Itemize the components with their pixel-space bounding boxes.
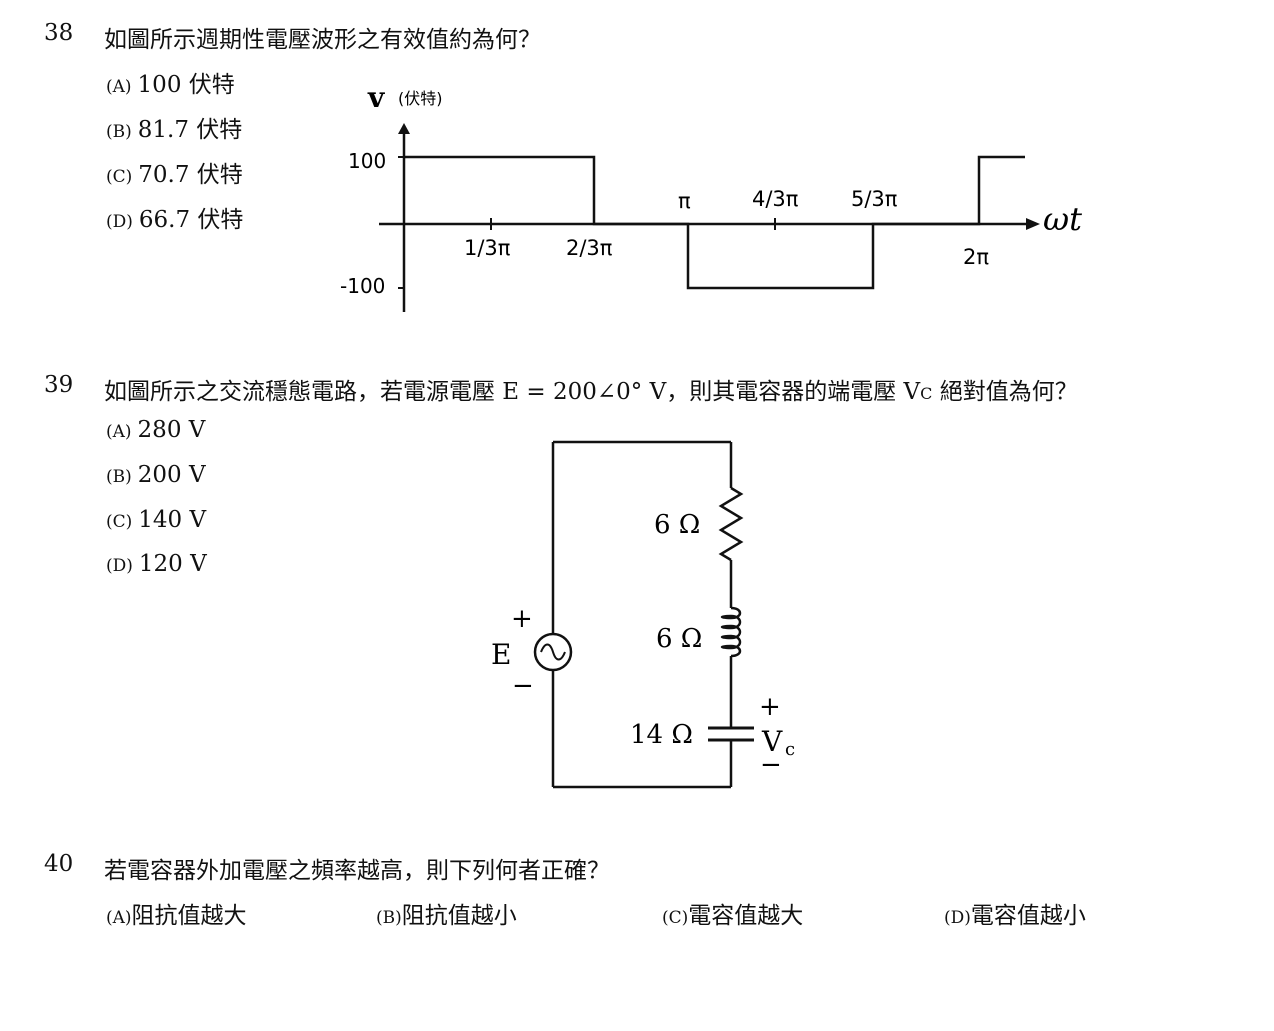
option-text: 70.7 伏特 <box>138 162 243 188</box>
option-text: 120 V <box>138 551 207 577</box>
vc-plus: + <box>759 692 781 722</box>
x-tick-label-2-3pi: 2/3π <box>566 236 613 260</box>
resistor-symbol <box>718 486 744 562</box>
x-tick-label-2pi: 2π <box>963 245 989 269</box>
inductor-symbol <box>720 606 742 658</box>
option-label: (D) <box>106 556 133 576</box>
q39-option-d[interactable]: (D)120 V <box>106 551 207 577</box>
question-text-part: 絕對值為何？ <box>932 379 1078 405</box>
option-label: (A) <box>106 908 132 928</box>
option-text: 140 V <box>138 507 207 533</box>
y-tick-label-neg100: -100 <box>340 274 385 298</box>
source-minus: − <box>512 671 534 701</box>
option-label: (A) <box>106 422 132 442</box>
option-text: 66.7 伏特 <box>138 207 244 233</box>
x-axis-arrow <box>1026 218 1040 230</box>
option-text: 電容值越大 <box>688 903 804 929</box>
q39-option-a[interactable]: (A)280 V <box>106 417 205 443</box>
q40-option-d[interactable]: (D)電容值越小 <box>944 896 1086 930</box>
question-text-39: 如圖所示之交流穩態電路，若電源電壓 E = 200∠0° V，則其電容器的端電壓… <box>104 372 1078 406</box>
q40-option-c[interactable]: (C)電容值越大 <box>662 896 803 930</box>
q39-option-b[interactable]: (B)200 V <box>106 462 206 488</box>
option-label: (C) <box>662 908 689 928</box>
option-label: (B) <box>106 122 132 142</box>
option-label: (C) <box>106 167 133 187</box>
option-text: 電容值越小 <box>970 903 1086 929</box>
x-axis-symbol: ωt <box>1043 200 1082 238</box>
y-axis-arrow <box>398 123 410 134</box>
option-label: (D) <box>944 908 971 928</box>
question-number-40: 40 <box>44 851 74 877</box>
question-text-38: 如圖所示週期性電壓波形之有效值約為何？ <box>104 27 541 53</box>
q38-option-b[interactable]: (B)81.7 伏特 <box>106 110 242 144</box>
option-label: (B) <box>106 467 132 487</box>
y-axis-unit: (伏特) <box>398 89 443 108</box>
option-label: (D) <box>106 212 133 232</box>
option-label: (B) <box>376 908 402 928</box>
q38-option-a[interactable]: (A)100 伏特 <box>106 65 235 99</box>
question-number-39: 39 <box>44 372 74 398</box>
option-text: 280 V <box>137 417 206 443</box>
question-text-part: 如圖所示之交流穩態電路，若電源電壓 E = 200∠0° V，則其電容器的端電壓… <box>104 379 921 405</box>
option-text: 200 V <box>137 462 206 488</box>
resistor-label: 6 Ω <box>654 510 700 540</box>
x-tick-label-5-3pi: 5/3π <box>851 187 898 211</box>
sine-wave-icon <box>540 643 566 661</box>
vc-subscript: C <box>920 384 933 403</box>
q38-option-d[interactable]: (D)66.7 伏特 <box>106 200 243 234</box>
waveform-line <box>404 155 1025 290</box>
q39-option-c[interactable]: (C)140 V <box>106 507 206 533</box>
q38-option-c[interactable]: (C)70.7 伏特 <box>106 155 243 189</box>
option-text: 81.7 伏特 <box>137 117 243 143</box>
capacitor-label: 14 Ω <box>630 720 693 750</box>
x-tick-label-1-3pi: 1/3π <box>464 236 511 260</box>
vc-minus: − <box>760 750 782 780</box>
question-number-38: 38 <box>44 20 74 46</box>
source-plus: + <box>511 604 533 634</box>
option-text: 阻抗值越小 <box>401 903 517 929</box>
option-label: (C) <box>106 512 133 532</box>
option-label: (A) <box>106 77 132 97</box>
option-text: 100 伏特 <box>137 72 235 98</box>
inductor-label: 6 Ω <box>656 624 702 654</box>
question-text-40: 若電容器外加電壓之頻率越高，則下列何者正確？ <box>104 858 610 884</box>
option-text: 阻抗值越大 <box>131 903 247 929</box>
q40-option-a[interactable]: (A)阻抗值越大 <box>106 896 247 930</box>
x-tick-label-pi: π <box>678 189 691 213</box>
y-axis-symbol: v <box>367 81 385 114</box>
q40-option-b[interactable]: (B)阻抗值越小 <box>376 896 517 930</box>
x-tick-label-4-3pi: 4/3π <box>752 187 799 211</box>
vc-label-main: V <box>761 725 783 758</box>
vc-label-sub: c <box>785 739 795 760</box>
y-tick-label-100: 100 <box>348 149 386 173</box>
source-label: E <box>491 638 511 671</box>
